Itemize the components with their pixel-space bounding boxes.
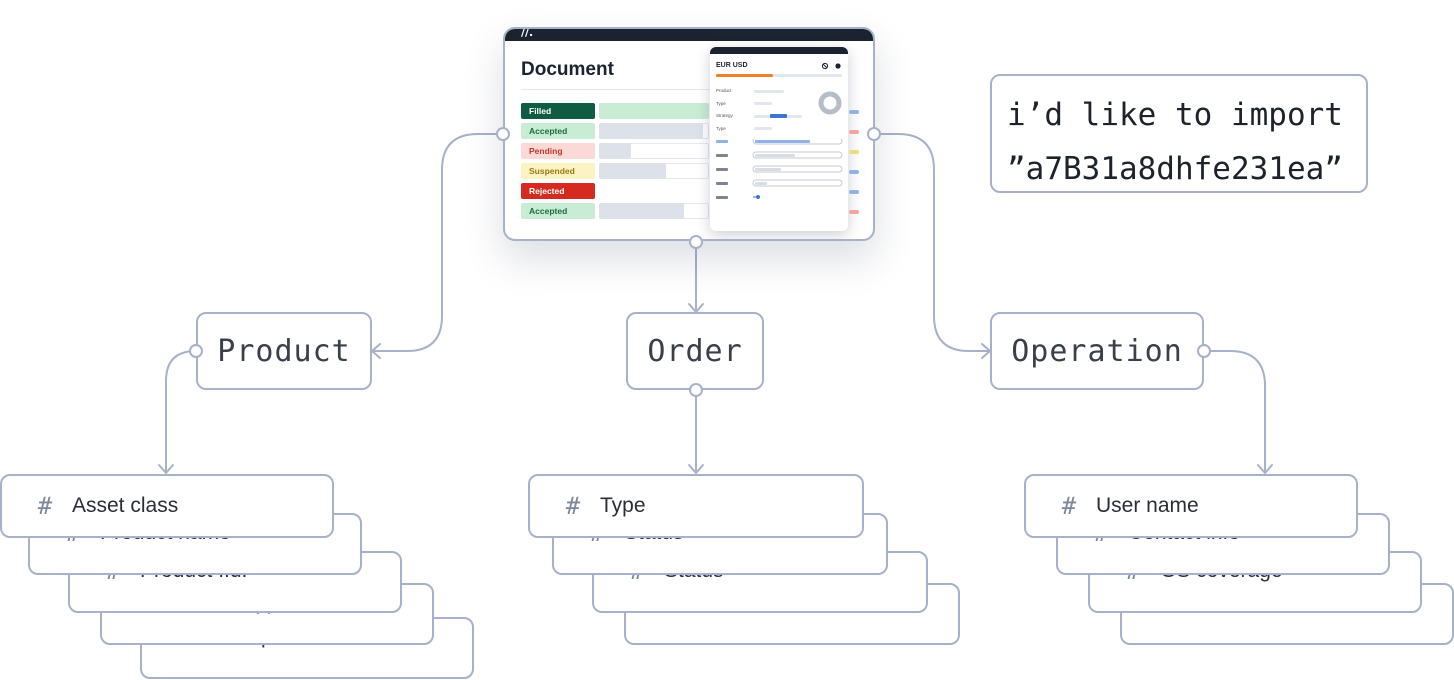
hash-icon: # (37, 492, 53, 520)
currency-pair: EUR USD (716, 62, 748, 69)
operation-field-card[interactable]: # User name (1024, 474, 1358, 538)
progress-fill (716, 74, 773, 77)
donut-chart-icon (818, 91, 842, 115)
connector-document-product (372, 133, 503, 352)
product-node[interactable]: Product (196, 312, 372, 390)
status-bar (599, 123, 703, 139)
logo-icon: //. (521, 27, 534, 39)
document-titlebar: //. (505, 29, 873, 41)
field-label: User name (1096, 494, 1199, 517)
status-pill: Filled (521, 103, 595, 119)
prompt-line-1: i’d like to import (1007, 97, 1343, 133)
panel-field-type-2: Type (716, 126, 726, 131)
operation-node[interactable]: Operation (990, 312, 1204, 390)
status-bar (599, 143, 631, 159)
hash-icon: # (1061, 492, 1077, 520)
panel-rows (716, 139, 843, 199)
status-pill: Suspended (521, 163, 595, 179)
connector-operation-fields (1204, 350, 1266, 473)
status-bar (599, 203, 684, 219)
status-pill: Accepted (521, 123, 595, 139)
status-pill: Pending (521, 143, 595, 159)
order-node[interactable]: Order (626, 312, 764, 390)
status-bar (599, 103, 709, 119)
document-title: Document (521, 59, 614, 80)
order-field-card[interactable]: # Type (528, 474, 864, 538)
status-pill: Accepted (521, 203, 595, 219)
rate-panel: EUR USD Product Type Strategy Type (710, 47, 848, 231)
product-field-card[interactable]: # Asset class (0, 474, 334, 538)
panel-field-strategy: Strategy (716, 113, 733, 118)
connector-product-fields (165, 350, 197, 473)
panel-field-product: Product (716, 88, 732, 93)
prompt-line-2: ”a7B31a8dhfe231ea” (1007, 151, 1343, 187)
status-bar (599, 163, 666, 179)
hash-icon: # (565, 492, 581, 520)
panel-field-type: Type (716, 101, 726, 106)
field-label: Asset class (72, 494, 179, 517)
status-pill: Rejected (521, 183, 595, 199)
connector-document-operation (874, 133, 990, 352)
status-bar (599, 183, 709, 199)
panel-icons (821, 62, 841, 70)
field-label: Type (600, 494, 646, 517)
import-prompt: i’d like to import ”a7B31a8dhfe231ea” (990, 74, 1368, 193)
